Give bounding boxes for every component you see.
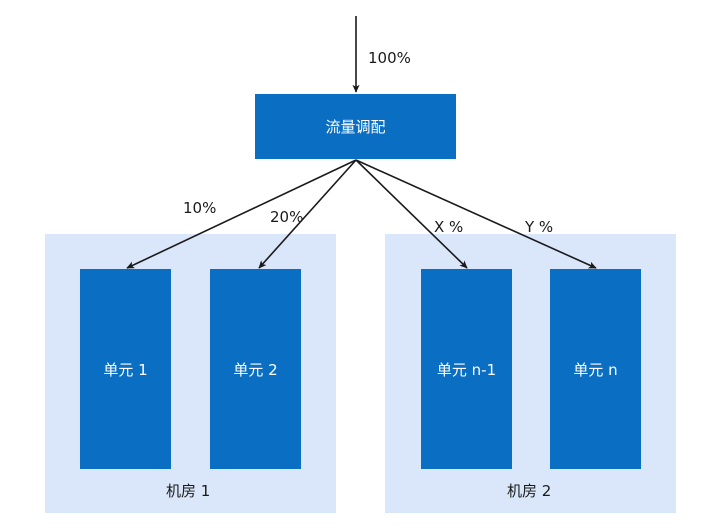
input-traffic-label: 100% (368, 49, 411, 67)
room-1-label: 机房 1 (166, 482, 211, 500)
unit-n-share-label: Y % (525, 218, 554, 236)
traffic-dispatch-box: 流量调配 (255, 94, 456, 159)
unit-2-share-label: 20% (270, 208, 304, 226)
unit-n-1-box: 单元 n-1 (421, 269, 512, 469)
unit-2-box: 单元 2 (210, 269, 301, 469)
unit-1-box: 单元 1 (80, 269, 171, 469)
unit-n-label: 单元 n (573, 360, 618, 379)
room-2-label: 机房 2 (507, 482, 552, 500)
traffic-dispatch-label: 流量调配 (325, 118, 386, 136)
arrow-to-unit-1 (126, 159, 357, 269)
unit-2-label: 单元 2 (233, 360, 278, 379)
arrow-to-unit-n (355, 159, 597, 269)
unit-1-label: 单元 1 (103, 360, 148, 379)
unit-n-box: 单元 n (550, 269, 641, 469)
arrow-to-unit-2 (258, 159, 357, 269)
unit-n-1-share-label: X % (434, 218, 464, 236)
arrow-to-unit-n-1 (355, 159, 468, 269)
unit-n-1-label: 单元 n-1 (436, 360, 497, 379)
unit-1-share-label: 10% (183, 199, 217, 217)
